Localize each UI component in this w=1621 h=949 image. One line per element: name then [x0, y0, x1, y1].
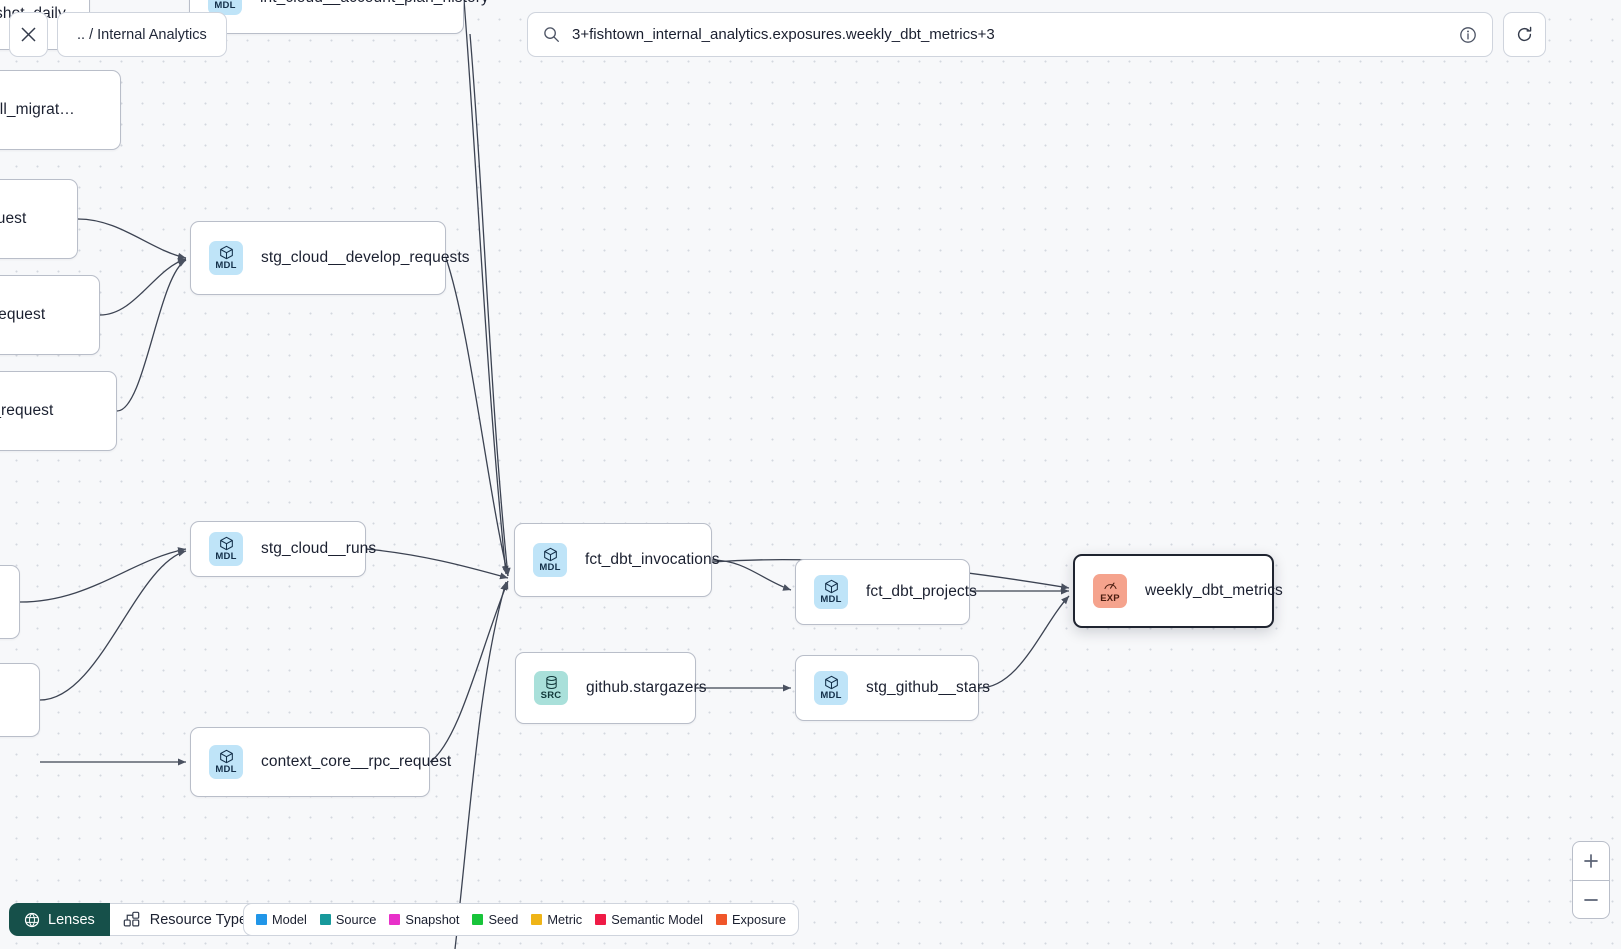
zoom-out-button[interactable] [1573, 880, 1609, 918]
node-label: stg_cloud__develop_requests [261, 249, 470, 266]
graph-node-multicell_migrat[interactable]: MDLmulticell_migrat… [0, 70, 121, 150]
node-label: stg_cloud__runs [261, 540, 377, 557]
lens-icon [24, 912, 40, 927]
legend-swatch [472, 914, 484, 925]
close-button[interactable] [9, 12, 48, 57]
zoom-controls [1572, 841, 1610, 919]
graph-node-dev_request_a[interactable]: MDL…p_request [0, 179, 78, 259]
mdl-badge-icon: MDL [814, 575, 848, 609]
mdl-badge-icon: MDL [209, 745, 243, 779]
resource-type-legend: Model Source Snapshot Seed Metric Semantic Mo… [243, 903, 800, 936]
legend-item-semantic-model[interactable]: Semantic Model [595, 912, 703, 927]
node-label: int_cloud__account_plan_history [260, 0, 489, 7]
src-badge-icon: SRC [534, 671, 568, 705]
plus-icon [1584, 854, 1598, 868]
resource-type-label: Resource Type [149, 911, 248, 928]
graph-node-context_core__rpc_request[interactable]: MDL context_core__rpc_request [190, 727, 451, 797]
legend-swatch [319, 914, 331, 925]
legend-item-model[interactable]: Model [256, 912, 307, 927]
lenses-button[interactable]: Lenses [9, 903, 110, 936]
graph-node-partial_n[interactable]: MDL…n [0, 565, 20, 639]
mdl-badge-icon: MDL [209, 532, 243, 566]
mdl-badge-icon: MDL [209, 241, 243, 275]
info-circle-icon[interactable] [1459, 26, 1477, 44]
legend-item-exposure[interactable]: Exposure [715, 912, 787, 927]
mdl-badge-icon: MDL [533, 543, 567, 577]
legend-swatch [531, 914, 543, 925]
resource-type-icon [123, 911, 140, 927]
legend-label: Exposure [731, 912, 787, 927]
search-bar[interactable] [527, 12, 1493, 57]
refresh-icon [1517, 26, 1532, 42]
legend-label: Seed [488, 912, 519, 927]
node-label: multicell_migrat… [0, 101, 75, 118]
graph-node-partial_run[interactable]: MDL….run [0, 663, 40, 737]
node-label: stg_github__stars [866, 679, 991, 696]
legend-label: Metric [547, 912, 583, 927]
close-icon [21, 27, 36, 42]
legend-swatch [256, 914, 267, 925]
graph-node-dev_request_c[interactable]: MDL…_develop_request [0, 371, 117, 451]
node-label: …p_request [0, 210, 27, 227]
graph-node-fct_dbt_invocations[interactable]: MDL fct_dbt_invocations [514, 523, 720, 597]
legend-swatch [595, 914, 607, 925]
legend-item-snapshot[interactable]: Snapshot [389, 912, 459, 927]
graph-node-int_cloud__account_plan_history[interactable]: MDL int_cloud__account_plan_history [189, 0, 489, 34]
node-label: …_develop_request [0, 402, 54, 419]
graph-node-stg_github__stars[interactable]: MDL stg_github__stars [795, 655, 990, 721]
legend-item-source[interactable]: Source [319, 912, 377, 927]
minus-icon [1584, 898, 1598, 901]
legend-item-seed[interactable]: Seed [472, 912, 518, 927]
legend-swatch [389, 914, 401, 925]
mdl-badge-icon: MDL [208, 0, 242, 15]
node-label: context_core__rpc_request [261, 753, 452, 770]
mdl-badge-icon: MDL [814, 671, 848, 705]
legend-label: Snapshot [405, 912, 460, 927]
legend-label: Model [272, 912, 307, 927]
node-label: fct_dbt_invocations [585, 551, 720, 568]
graph-node-fct_dbt_projects[interactable]: MDL fct_dbt_projects [795, 559, 977, 625]
breadcrumb-label: .. / Internal Analytics [77, 26, 207, 43]
exp-badge-icon: EXP [1093, 574, 1127, 608]
node-label: weekly_dbt_metrics [1145, 582, 1283, 599]
refresh-button[interactable] [1503, 12, 1546, 57]
legend-item-metric[interactable]: Metric [531, 912, 582, 927]
graph-node-stg_cloud__runs[interactable]: MDL stg_cloud__runs [190, 521, 376, 577]
legend-swatch [715, 914, 727, 925]
lenses-label: Lenses [48, 911, 95, 928]
graph-node-github.stargazers[interactable]: SRC github.stargazers [515, 652, 707, 724]
search-input[interactable] [572, 26, 1447, 43]
legend-label: Semantic Model [611, 912, 703, 927]
graph-node-dev_request_b[interactable]: MDL…velop_request [0, 275, 100, 355]
search-icon [544, 27, 559, 42]
graph-node-weekly_dbt_metrics[interactable]: EXP weekly_dbt_metrics [1073, 554, 1283, 628]
graph-node-stg_cloud__develop_requests[interactable]: MDL stg_cloud__develop_requests [190, 221, 470, 295]
node-label: github.stargazers [586, 679, 707, 696]
breadcrumb[interactable]: .. / Internal Analytics [57, 12, 227, 57]
node-label: fct_dbt_projects [866, 583, 978, 600]
zoom-in-button[interactable] [1573, 842, 1609, 880]
legend-label: Source [335, 912, 377, 927]
node-label: …velop_request [0, 306, 46, 323]
